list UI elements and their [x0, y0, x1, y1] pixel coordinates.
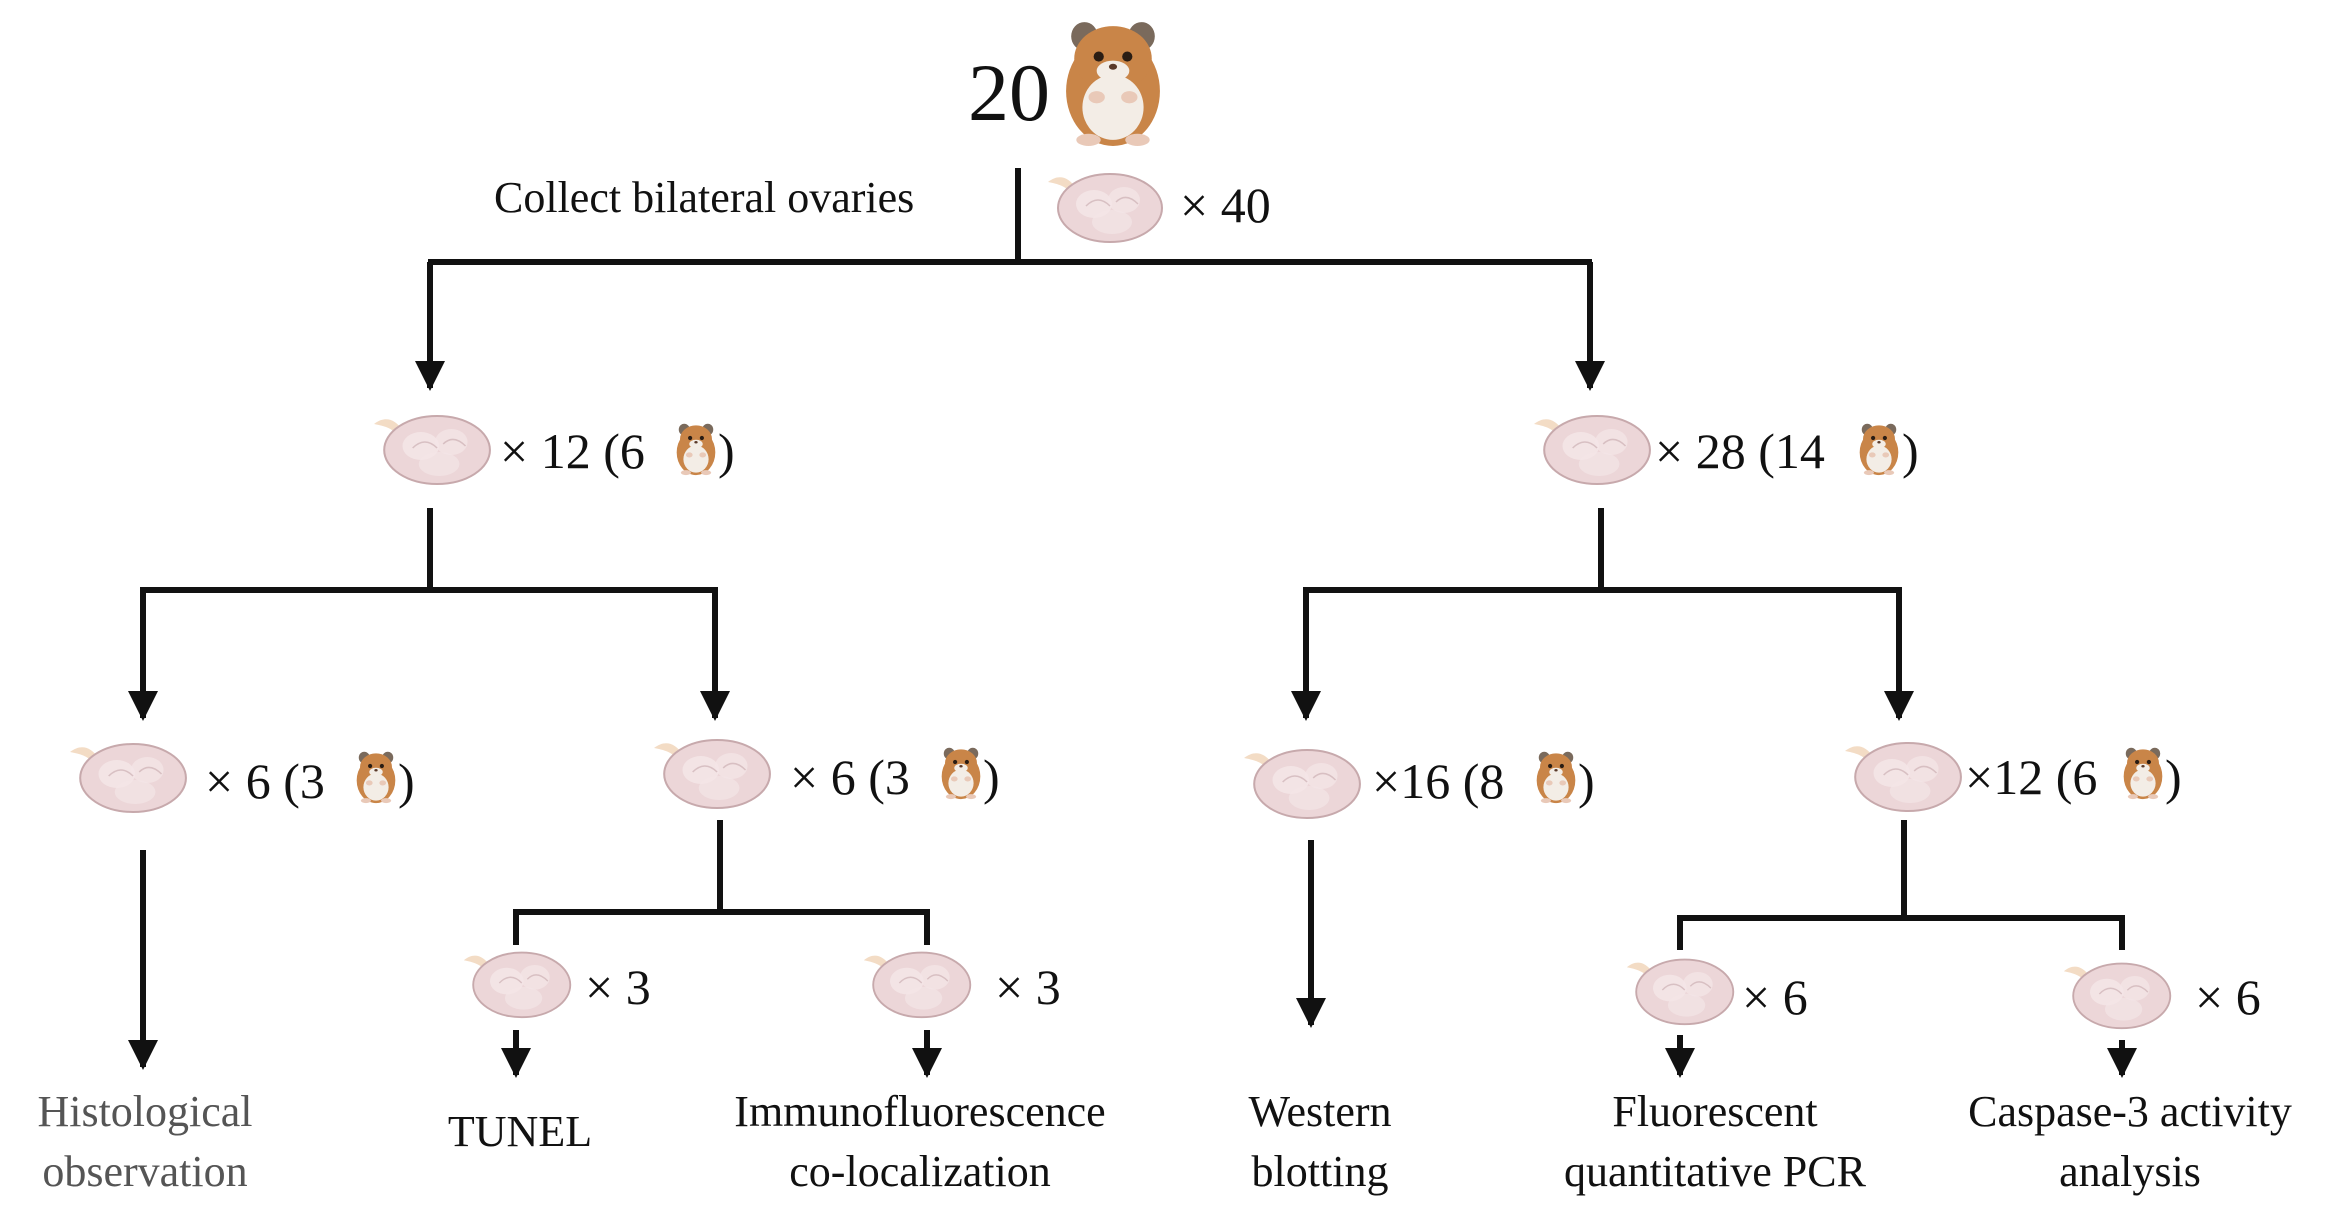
- ovary-icon: [1046, 166, 1166, 246]
- outcome-immuno-line1: Immunofluorescence: [734, 1087, 1106, 1136]
- immuno-sample-count: × 3: [995, 959, 1061, 1015]
- ovary-icon: [1242, 742, 1364, 822]
- outcome-caspase-line2: analysis: [2059, 1147, 2201, 1196]
- molecular-group-count: ×12 (6: [1965, 749, 2098, 805]
- ovary-icon: [462, 945, 574, 1021]
- collect-step-label: Collect bilateral ovaries: [494, 173, 915, 222]
- outcome-histology: Histological observation: [20, 1082, 270, 1202]
- hamster-icon: [1535, 750, 1577, 804]
- outcome-caspase: Caspase-3 activity analysis: [1945, 1082, 2315, 1202]
- outcome-pcr: Fluorescent quantitative PCR: [1530, 1082, 1900, 1202]
- outcome-tunel-line1: TUNEL: [447, 1107, 593, 1156]
- ovary-icon: [862, 945, 974, 1021]
- outcome-pcr-line1: Fluorescent: [1612, 1087, 1818, 1136]
- hamster-icon: [675, 422, 717, 476]
- hamster-icon: [940, 746, 982, 800]
- right-group-count: × 28 (14: [1655, 423, 1825, 479]
- ovary-icon: [1532, 408, 1654, 488]
- staining-group-close: ): [983, 749, 1000, 805]
- hamster-icon: [355, 750, 397, 804]
- right-group-close: ): [1902, 423, 1919, 479]
- hamster-icon: [2122, 746, 2164, 800]
- ovary-icon: [1625, 952, 1737, 1028]
- root-animal-count: 20: [968, 47, 1050, 138]
- ovary-icon: [372, 408, 494, 488]
- pcr-sample-count: × 6: [1742, 969, 1808, 1025]
- molecular-group-close: ): [2165, 749, 2182, 805]
- histology-group-count: × 6 (3: [205, 753, 325, 809]
- total-ovary-count: × 40: [1180, 177, 1271, 233]
- hamster-icon: [1858, 422, 1900, 476]
- western-group-count: ×16 (8: [1372, 753, 1505, 809]
- outcome-pcr-line2: quantitative PCR: [1564, 1147, 1866, 1196]
- ovary-icon: [652, 732, 774, 812]
- outcome-tunel: TUNEL: [420, 1102, 620, 1162]
- outcome-western-line1: Western: [1248, 1087, 1392, 1136]
- outcome-immuno: Immunofluorescence co-localization: [695, 1082, 1145, 1202]
- left-group-close: ): [718, 423, 735, 479]
- outcome-histology-line1: Histological: [37, 1087, 253, 1136]
- left-group-count: × 12 (6: [500, 423, 645, 479]
- outcome-western-line2: blotting: [1251, 1147, 1389, 1196]
- caspase-sample-count: × 6: [2195, 969, 2261, 1025]
- tunel-sample-count: × 3: [585, 959, 651, 1015]
- western-group-close: ): [1578, 753, 1595, 809]
- outcome-immuno-line2: co-localization: [789, 1147, 1051, 1196]
- ovary-icon: [2062, 956, 2174, 1032]
- outcome-caspase-line1: Caspase-3 activity: [1968, 1087, 2292, 1136]
- hamster-icon: [1062, 18, 1164, 148]
- outcome-histology-line2: observation: [42, 1147, 248, 1196]
- histology-group-close: ): [398, 753, 415, 809]
- staining-group-count: × 6 (3: [790, 749, 910, 805]
- outcome-western: Western blotting: [1210, 1082, 1430, 1202]
- ovary-icon: [1843, 735, 1965, 815]
- ovary-icon: [68, 736, 190, 816]
